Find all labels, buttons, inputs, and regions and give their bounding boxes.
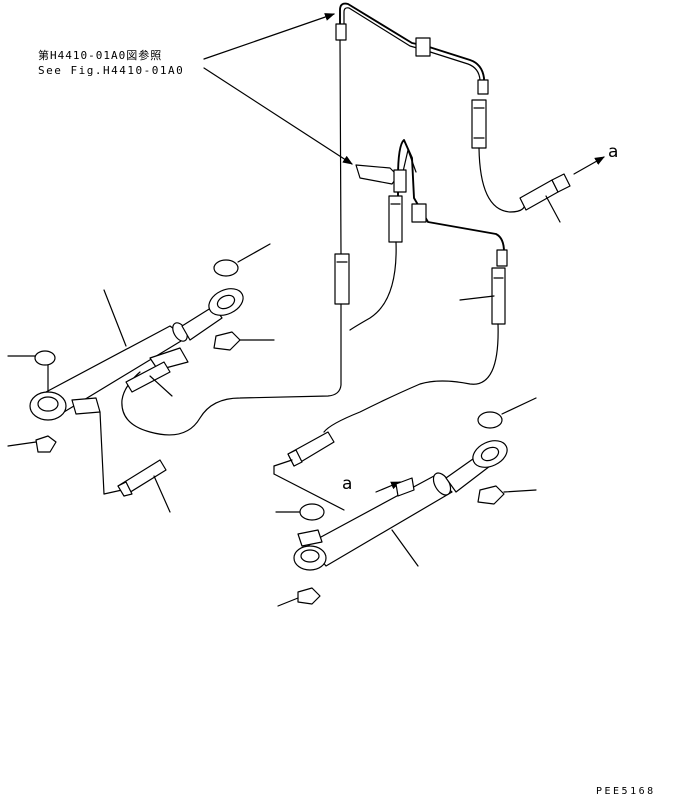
label-a-upper: a xyxy=(608,142,619,162)
reference-note-jp: 第H4410-01A0図参照 xyxy=(38,49,163,62)
lower-cylinder-fittings xyxy=(273,431,401,511)
left-bushings xyxy=(7,243,275,453)
hose-center xyxy=(121,253,350,436)
drawing-code: PEE5168 xyxy=(596,786,656,797)
hose-right xyxy=(471,99,605,223)
left-cylinder xyxy=(29,288,244,495)
upper-tube-rear xyxy=(335,2,489,256)
label-a-lower: a xyxy=(342,474,353,494)
hose-front-left xyxy=(349,195,403,331)
lower-bushings xyxy=(275,397,537,607)
reference-note-en: See Fig.H4410-01A0 xyxy=(38,64,185,77)
reference-leaders xyxy=(203,13,353,165)
upper-tube-front xyxy=(355,139,508,267)
hose-front-right xyxy=(323,267,506,433)
left-cylinder-fittings xyxy=(117,361,173,513)
lower-cylinder xyxy=(293,440,508,571)
